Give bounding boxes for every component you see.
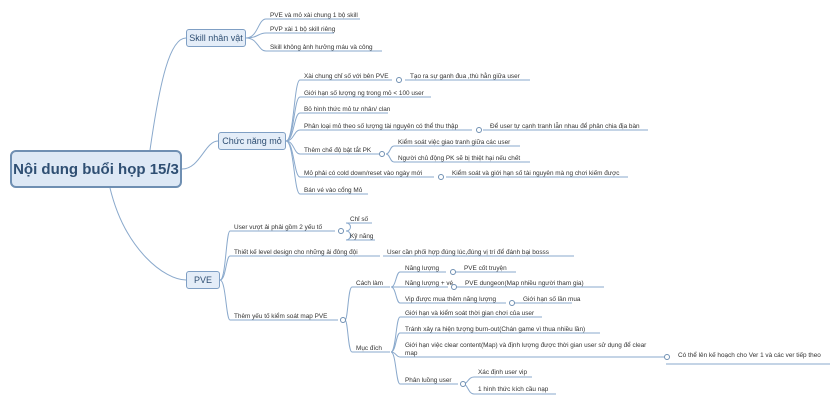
collapse-icon[interactable] xyxy=(476,127,482,133)
mine-item[interactable]: Xài chung chỉ số với bên PVE xyxy=(304,73,389,80)
goal-item[interactable]: Phân luồng user xyxy=(405,377,452,384)
mine-item[interactable]: Giới hạn số lượng ng trong mỏ < 100 user xyxy=(304,90,424,97)
pve-subitem[interactable]: User cần phối hợp đúng lúc,đúng vị trí đ… xyxy=(387,249,549,256)
collapse-icon[interactable] xyxy=(438,174,444,180)
mine-item[interactable]: Bỏ hình thức mỏ tư nhân/ clan xyxy=(304,106,391,113)
goal-subitem[interactable]: Có thể lên kế hoạch cho Ver 1 và các ver… xyxy=(678,352,821,359)
mine-item[interactable]: Bán vé vào cổng Mỏ xyxy=(304,187,363,194)
how-subitem[interactable]: PVE cốt truyện xyxy=(464,265,507,272)
pve-how[interactable]: Cách làm xyxy=(356,280,383,287)
how-item[interactable]: Năng lượng xyxy=(405,265,440,272)
mine-item[interactable]: Mỏ phải có cold down/reset vào ngày mới xyxy=(304,170,423,177)
mine-subitem[interactable]: Để user tự cạnh tranh lẫn nhau để phân c… xyxy=(490,123,640,130)
collapse-icon[interactable] xyxy=(340,317,346,323)
branch-pve[interactable]: PVE xyxy=(186,271,220,289)
goal-subitem[interactable]: Xác định user vip xyxy=(478,369,528,376)
collapse-icon[interactable] xyxy=(451,284,457,290)
goal-subitem[interactable]: 1 hình thức kích cầu nạp xyxy=(478,386,549,393)
collapse-icon[interactable] xyxy=(509,300,515,306)
collapse-icon[interactable] xyxy=(338,228,344,234)
skill-item[interactable]: PVE và mỏ xài chung 1 bộ skill xyxy=(270,12,358,19)
goal-item[interactable]: Tránh xảy ra hiện tượng burn-out(Chán ga… xyxy=(405,326,586,333)
pve-subitem[interactable]: Chỉ số xyxy=(350,216,369,223)
branch-skill[interactable]: Skill nhân vật xyxy=(186,29,246,47)
pve-item[interactable]: Thiết kế level design cho những ải đông … xyxy=(234,249,358,256)
how-item[interactable]: Năng lượng + vé xyxy=(405,280,454,287)
branch-mine[interactable]: Chức năng mỏ xyxy=(218,132,286,150)
mine-item[interactable]: Phân loại mỏ theo số lượng tài nguyên có… xyxy=(304,123,459,130)
collapse-icon[interactable] xyxy=(460,381,466,387)
collapse-icon[interactable] xyxy=(664,354,670,360)
goal-item[interactable]: Giới hạn và kiểm soát thời gian chơi của… xyxy=(405,310,535,317)
collapse-icon[interactable] xyxy=(450,269,456,275)
pve-item[interactable]: Thêm yếu tố kiểm soát map PVE xyxy=(234,313,328,320)
skill-item[interactable]: Skill không ảnh hưởng máu và công xyxy=(270,44,373,51)
pve-goal[interactable]: Mục đích xyxy=(356,345,382,352)
how-subitem[interactable]: PVE dungeon(Map nhiều người tham gia) xyxy=(465,280,584,287)
pve-item[interactable]: User vượt ải phải gồm 2 yếu tố xyxy=(234,224,323,231)
mine-item[interactable]: Thêm chế độ bật tắt PK xyxy=(304,147,372,154)
mine-subitem[interactable]: Kiểm soát và giới hạn số tài nguyên mà n… xyxy=(452,170,620,177)
how-subitem[interactable]: Giới hạn số lần mua xyxy=(523,296,581,303)
mine-subitem[interactable]: Người chủ động PK sẽ bị thiệt hại nếu ch… xyxy=(398,155,521,162)
mine-subitem[interactable]: Tạo ra sự ganh đua ,thù hằn giữa user xyxy=(410,73,520,80)
skill-item[interactable]: PVP xài 1 bộ skill riêng xyxy=(270,26,336,33)
root-topic[interactable]: Nội dung buổi họp 15/3 xyxy=(10,150,182,188)
mine-subitem[interactable]: Kiểm soát việc giao tranh giữa các user xyxy=(398,139,511,146)
collapse-icon[interactable] xyxy=(396,77,402,83)
how-item[interactable]: Vip được mua thêm năng lượng xyxy=(405,296,497,303)
pve-subitem[interactable]: Kỹ năng xyxy=(350,233,374,240)
goal-item[interactable]: Giới hạn việc clear content(Map) và định… xyxy=(405,342,647,357)
collapse-icon[interactable] xyxy=(379,151,385,157)
